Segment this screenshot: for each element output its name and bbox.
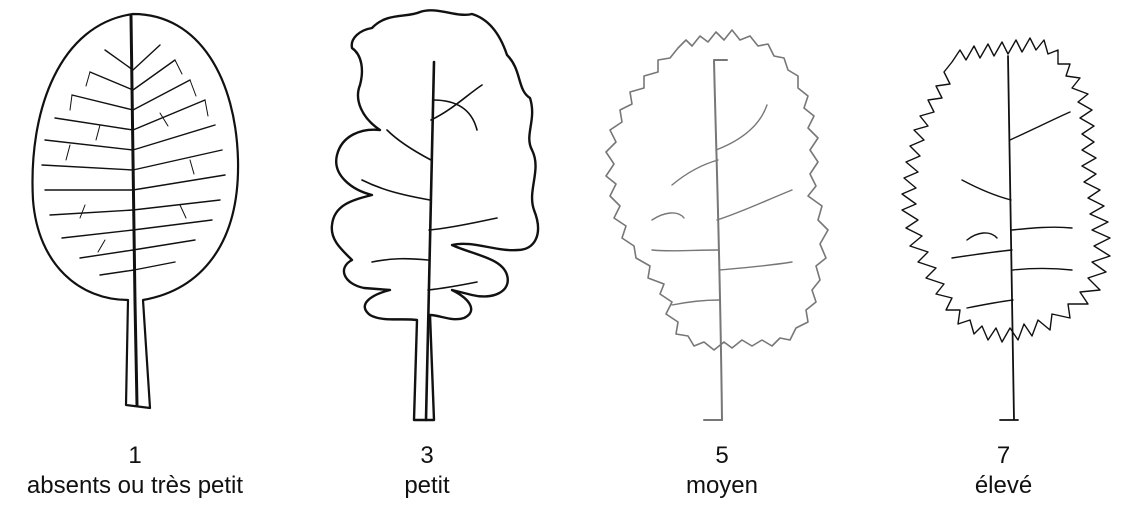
leaf-score-1: 1 (0, 442, 270, 470)
leaf-panel-7: 7 élevé (882, 0, 1125, 506)
leaf-description-5: moyen (592, 472, 852, 500)
leaf-panel-5: 5 moyen (592, 0, 852, 506)
leaf-drawing-3 (302, 0, 552, 440)
leaf-drawing-5 (592, 0, 852, 440)
leaf-drawing-7 (882, 0, 1125, 440)
leaf-description-3: petit (302, 472, 552, 500)
leaf-panel-3: 3 petit (302, 0, 552, 506)
leaf-score-3: 3 (302, 442, 552, 470)
leaf-panel-1: 1 absents ou très petit (0, 0, 270, 506)
leaf-description-1: absents ou très petit (0, 472, 270, 500)
leaf-drawing-1 (0, 0, 270, 440)
leaf-score-7: 7 (882, 442, 1125, 470)
leaf-score-5: 5 (592, 442, 852, 470)
leaf-description-7: élevé (882, 472, 1125, 500)
